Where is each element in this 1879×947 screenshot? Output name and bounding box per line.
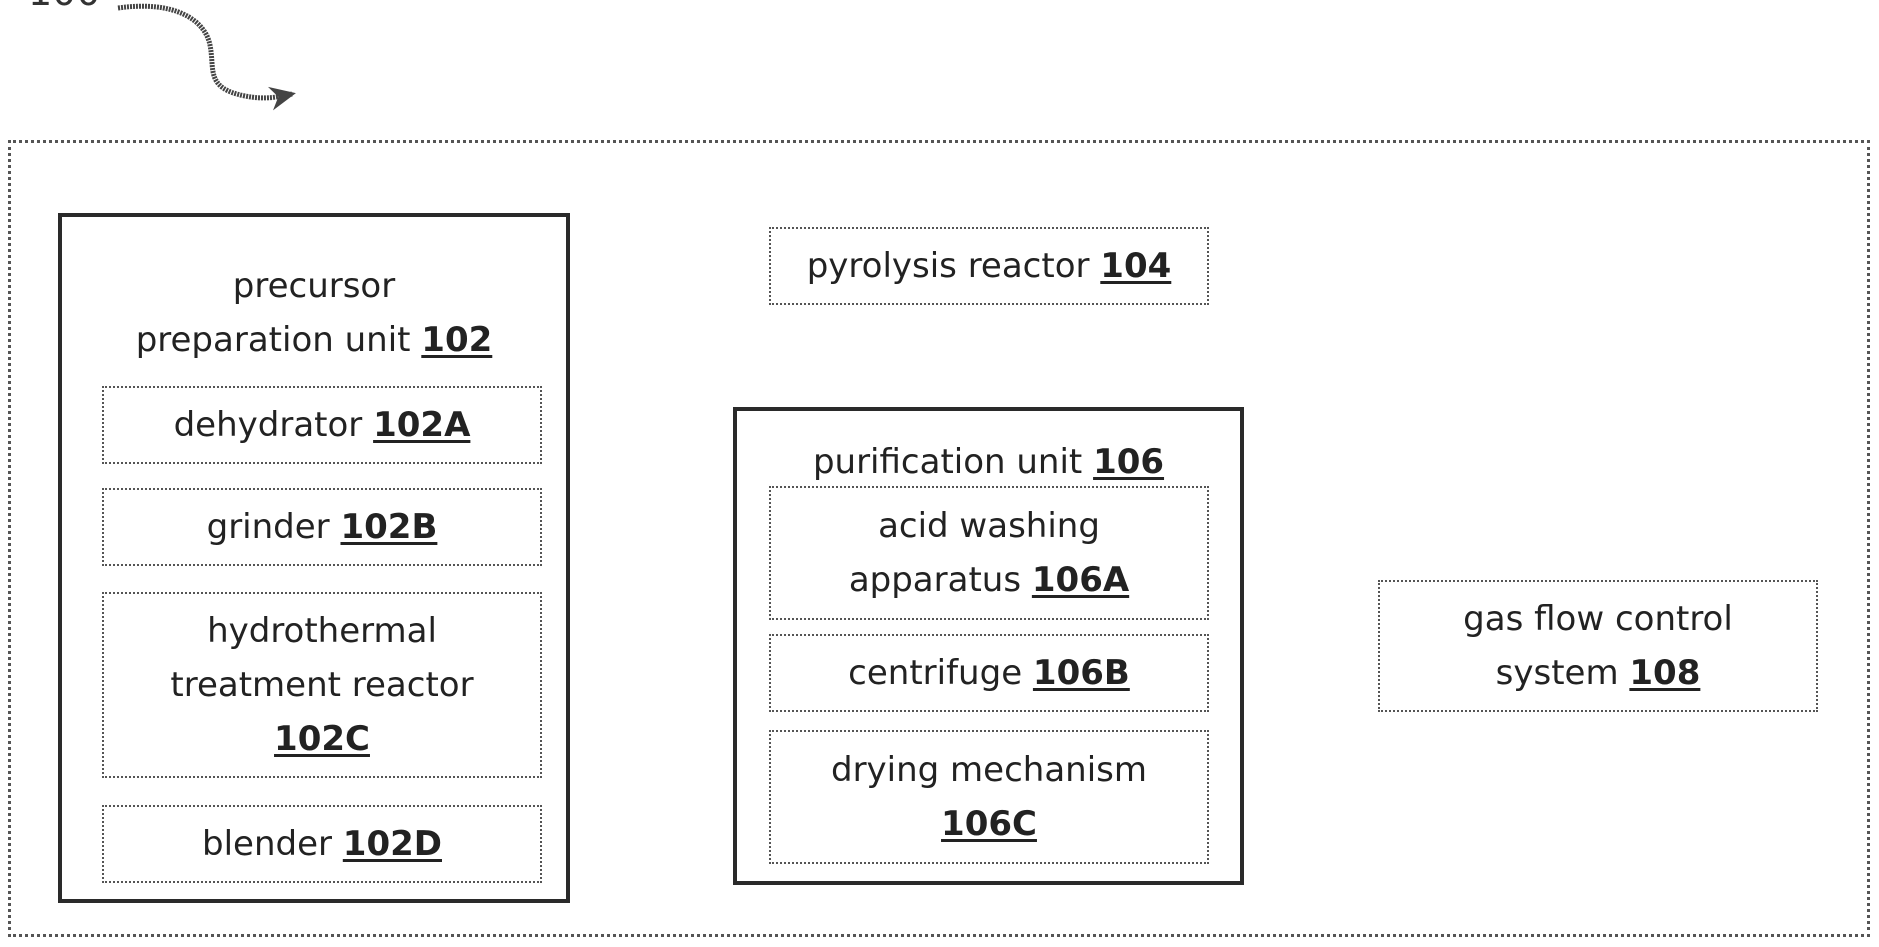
precursor-unit-title-line2: preparation unit 102 (62, 313, 566, 367)
blender-label: blender 102D (104, 807, 540, 881)
centrifuge-box: centrifuge 106B (769, 634, 1209, 712)
dehydrator-text: dehydrator (174, 405, 363, 445)
drying-mechanism-text: drying mechanism (831, 743, 1147, 797)
blender-ref: 102D (343, 824, 442, 864)
grinder-ref: 102B (340, 507, 437, 547)
dehydrator-ref: 102A (373, 405, 470, 445)
acid-washing-line2: apparatus (849, 560, 1021, 600)
pyrolysis-reactor-ref: 104 (1100, 246, 1171, 286)
gas-flow-control-system-label: gas flow control system 108 (1380, 582, 1816, 710)
figure-reference-numeral: 100 (28, 0, 101, 12)
gas-flow-line1: gas flow control (1463, 592, 1733, 646)
centrifuge-text: centrifuge (848, 653, 1022, 693)
purification-unit-title: purification unit 106 (737, 435, 1240, 489)
precursor-unit-title: precursor preparation unit 102 (62, 259, 566, 367)
figure-reference-arrow (118, 6, 292, 98)
blender-text: blender (202, 824, 332, 864)
centrifuge-label: centrifuge 106B (771, 636, 1207, 710)
hydrothermal-treatment-reactor-box: hydrothermal treatment reactor 102C (102, 592, 542, 778)
hydrothermal-line1: hydrothermal (207, 604, 437, 658)
grinder-label: grinder 102B (104, 490, 540, 564)
pyrolysis-reactor-text: pyrolysis reactor (807, 246, 1090, 286)
drying-mechanism-ref: 106C (941, 797, 1037, 851)
gas-flow-line2: system (1496, 653, 1619, 693)
precursor-unit-title-line1: precursor (62, 259, 566, 313)
grinder-text: grinder (207, 507, 330, 547)
hydrothermal-line2: treatment reactor (170, 658, 473, 712)
purification-unit-text: purification unit (813, 442, 1082, 482)
gas-flow-control-system-box: gas flow control system 108 (1378, 580, 1818, 712)
purification-unit-ref: 106 (1093, 442, 1164, 482)
drying-mechanism-label: drying mechanism 106C (771, 732, 1207, 862)
pyrolysis-reactor-label: pyrolysis reactor 104 (771, 229, 1207, 303)
blender-box: blender 102D (102, 805, 542, 883)
gas-flow-ref: 108 (1629, 653, 1700, 693)
precursor-unit-ref: 102 (421, 320, 492, 360)
acid-washing-apparatus-label: acid washing apparatus 106A (771, 488, 1207, 618)
grinder-box: grinder 102B (102, 488, 542, 566)
acid-washing-apparatus-box: acid washing apparatus 106A (769, 486, 1209, 620)
centrifuge-ref: 106B (1033, 653, 1130, 693)
drying-mechanism-box: drying mechanism 106C (769, 730, 1209, 864)
acid-washing-ref: 106A (1032, 560, 1129, 600)
dehydrator-box: dehydrator 102A (102, 386, 542, 464)
hydrothermal-treatment-reactor-label: hydrothermal treatment reactor 102C (104, 594, 540, 776)
dehydrator-label: dehydrator 102A (104, 388, 540, 462)
precursor-unit-title-text: preparation unit (136, 320, 411, 360)
acid-washing-line1: acid washing (878, 499, 1100, 553)
pyrolysis-reactor-box: pyrolysis reactor 104 (769, 227, 1209, 305)
hydrothermal-ref: 102C (274, 712, 370, 766)
